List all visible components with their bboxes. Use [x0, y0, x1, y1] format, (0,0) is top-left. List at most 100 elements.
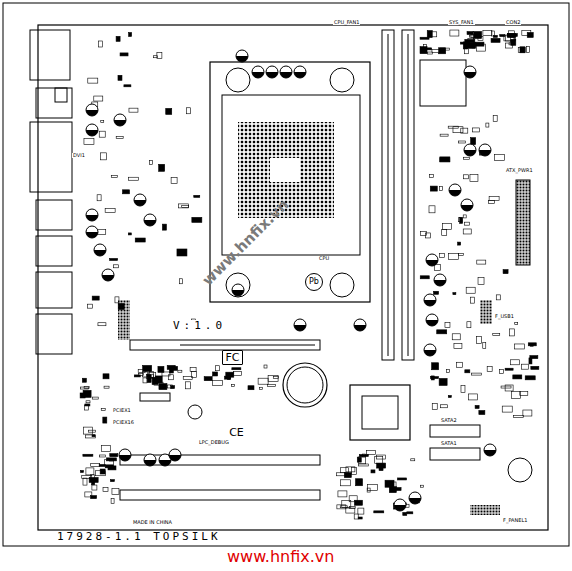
- smd-part: [483, 30, 492, 35]
- chipset-die: [362, 396, 398, 429]
- capacitor: [94, 244, 106, 256]
- capacitor: [354, 319, 366, 331]
- smd-part: [440, 48, 449, 50]
- smd-part: [420, 485, 423, 487]
- smd-part: [440, 405, 447, 408]
- smd-part: [525, 376, 535, 380]
- smd-part: [502, 406, 512, 412]
- smd-part: [483, 343, 486, 349]
- smd-part: [528, 343, 536, 346]
- smd-part: [358, 517, 362, 519]
- smd-part: [264, 365, 267, 368]
- smd-part: [504, 36, 514, 41]
- smd-part: [89, 477, 98, 482]
- smd-part: [467, 32, 473, 35]
- smd-part: [118, 304, 124, 310]
- smd-part: [338, 491, 347, 497]
- smd-part: [268, 375, 278, 381]
- smd-part: [450, 30, 459, 36]
- smd-part: [101, 409, 105, 411]
- smd-part: [356, 479, 363, 486]
- smd-part: [440, 134, 448, 136]
- smd-part: [458, 141, 465, 143]
- smd-part: [389, 487, 396, 493]
- smd-part: [374, 511, 384, 513]
- smd-part: [234, 371, 242, 375]
- smd-part: [445, 323, 450, 328]
- smd-part: [454, 343, 462, 348]
- smd-part: [168, 385, 173, 388]
- smd-part: [346, 508, 355, 513]
- smd-part: [434, 291, 439, 294]
- smd-part: [192, 217, 202, 222]
- smd-part: [527, 32, 533, 37]
- smd-part: [465, 42, 475, 48]
- capacitor: [426, 254, 438, 266]
- capacitor: [394, 499, 406, 511]
- smd-part: [167, 365, 175, 369]
- smd-part: [491, 38, 500, 42]
- capacitor: [134, 194, 146, 206]
- header-pins: [118, 300, 130, 340]
- smd-part: [116, 137, 123, 139]
- smd-part: [489, 196, 499, 200]
- smd-part: [500, 370, 504, 374]
- smd-part: [86, 468, 94, 475]
- smd-part: [437, 330, 447, 334]
- smd-part: [456, 362, 462, 367]
- smd-part: [357, 457, 361, 462]
- smd-part: [259, 387, 262, 389]
- smd-part: [104, 386, 109, 388]
- capacitor: [144, 454, 156, 466]
- smd-part: [88, 304, 93, 308]
- smd-part: [82, 378, 86, 382]
- smd-part: [430, 186, 437, 191]
- smd-part: [248, 386, 254, 390]
- smd-part: [463, 175, 468, 179]
- smd-part: [453, 293, 456, 295]
- smd-part: [442, 229, 447, 235]
- cpu-socket: [210, 62, 370, 302]
- smd-part: [154, 56, 158, 58]
- smd-part: [358, 508, 364, 514]
- smd-part: [92, 485, 97, 490]
- smd-part: [84, 138, 94, 144]
- smd-part: [489, 201, 495, 204]
- smd-part: [459, 218, 462, 222]
- smd-part: [105, 460, 114, 466]
- smd-part: [486, 123, 489, 127]
- smd-part: [186, 382, 191, 389]
- smd-part: [493, 116, 497, 122]
- capacitor: [86, 124, 98, 136]
- smd-part: [135, 238, 145, 242]
- smd-part: [110, 258, 118, 260]
- capacitor: [86, 104, 98, 116]
- smd-part: [493, 333, 500, 335]
- smd-part: [501, 386, 511, 388]
- smd-part: [420, 47, 427, 54]
- smd-part: [155, 376, 162, 383]
- pcie-slot: [120, 340, 320, 500]
- smd-part: [411, 459, 415, 461]
- smd-part: [500, 35, 505, 37]
- capacitor: [484, 444, 496, 456]
- smd-part: [100, 455, 106, 457]
- smd-part: [112, 489, 119, 495]
- smd-part: [108, 466, 116, 470]
- smd-part: [440, 158, 450, 162]
- smd-part: [268, 385, 276, 387]
- smd-part: [232, 368, 241, 370]
- smd-part: [103, 488, 108, 492]
- capacitor: [114, 114, 126, 126]
- smd-part: [461, 128, 468, 133]
- smd-part: [458, 242, 461, 245]
- chip: [420, 60, 466, 106]
- smd-part: [101, 121, 104, 123]
- smd-part: [460, 217, 463, 223]
- smd-part: [98, 323, 106, 326]
- smd-part: [376, 455, 385, 459]
- smd-part: [149, 161, 152, 165]
- smd-part: [109, 459, 113, 461]
- mark-circle: [188, 405, 202, 419]
- capacitor: [280, 66, 292, 78]
